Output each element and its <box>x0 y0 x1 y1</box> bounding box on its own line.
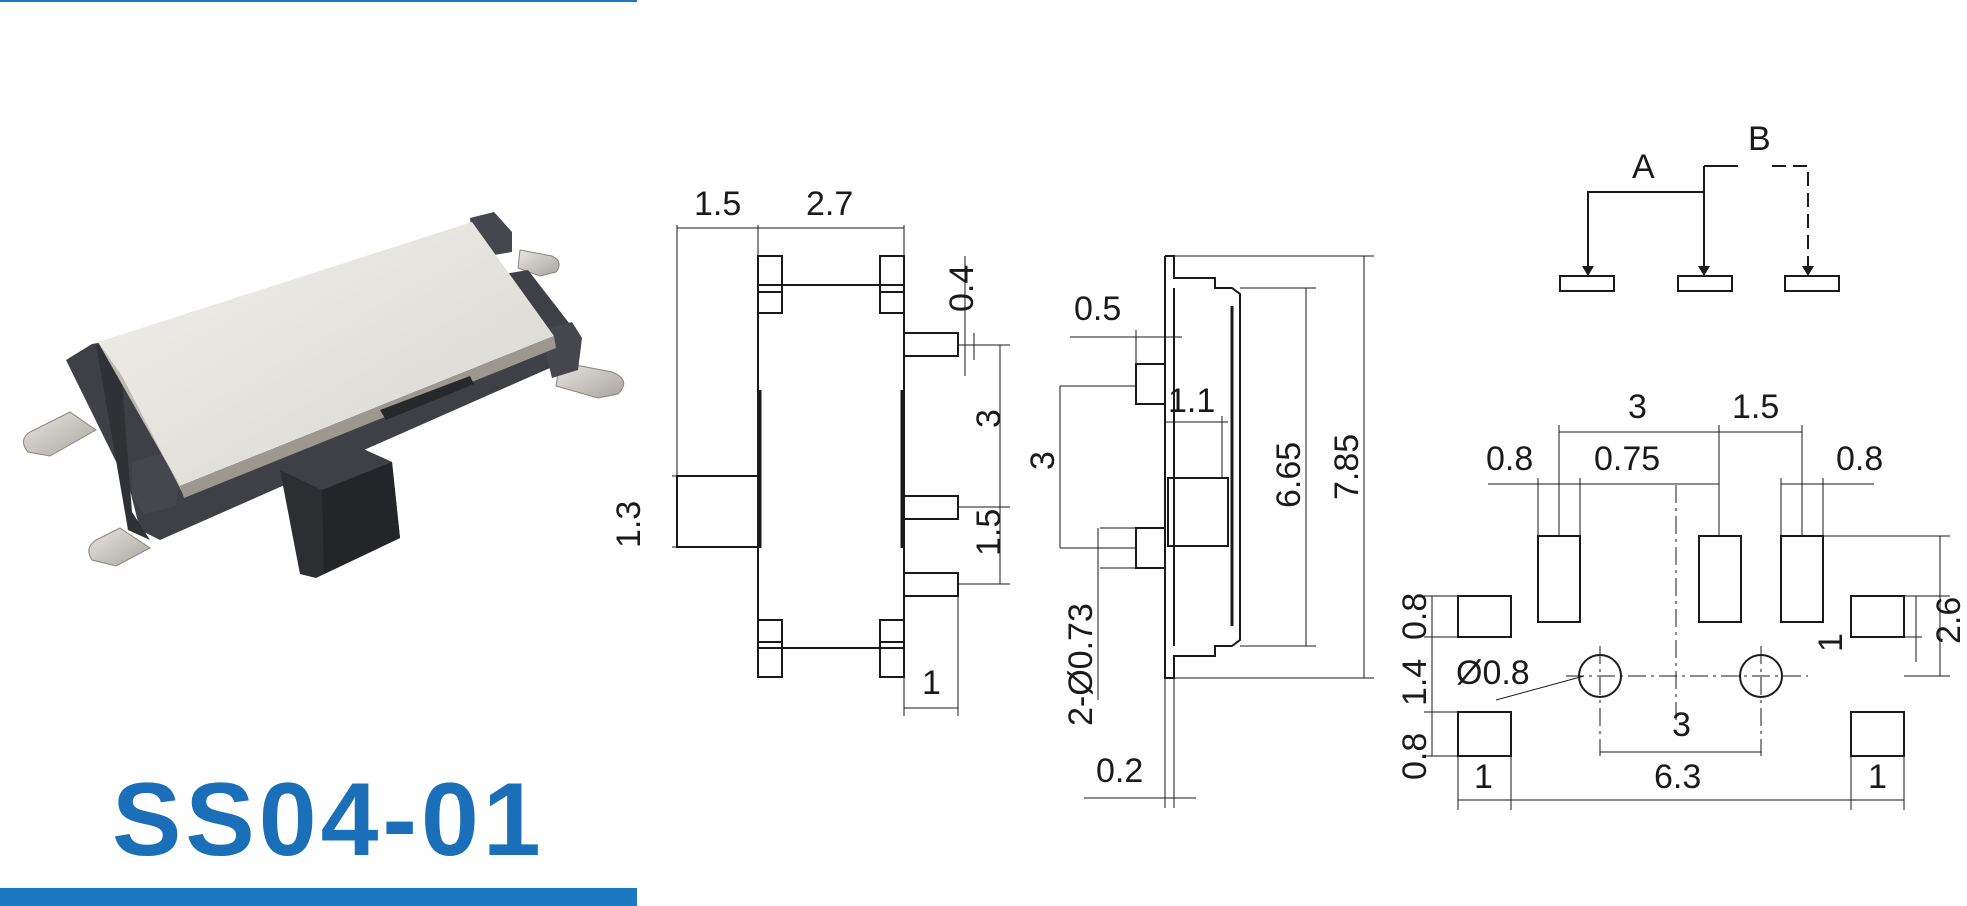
dim-holes-2-0-73: 2-Ø0.73 <box>1062 603 1100 726</box>
top-accent-line <box>0 0 637 2</box>
dim-pcb-pad-h-top: 0.8 <box>1396 593 1434 640</box>
dim-thickness-0-2: 0.2 <box>1096 752 1143 790</box>
dim-pcb-overall-6-3: 6.3 <box>1654 758 1701 796</box>
dim-pcb-pitch-3: 3 <box>1628 388 1647 426</box>
schematic-label-b: B <box>1748 120 1771 158</box>
dim-inner-1-1: 1.1 <box>1168 382 1215 420</box>
product-photo <box>23 212 625 578</box>
dim-side-pitch-3: 3 <box>1024 451 1062 470</box>
dim-pcb-hole: Ø0.8 <box>1456 654 1530 692</box>
dim-pcb-pad-gap: 1.4 <box>1396 659 1434 706</box>
dim-pcb-pad-1: 1 <box>1812 633 1850 652</box>
dim-top-1-5: 1.5 <box>694 185 741 223</box>
dim-pcb-pad-2-6: 2.6 <box>1930 597 1967 644</box>
dim-tab-0-4: 0.4 <box>943 265 981 312</box>
dim-total-7-85: 7.85 <box>1328 434 1366 500</box>
dim-pin-pitch-3: 3 <box>970 409 1008 428</box>
dim-top-2-7: 2.7 <box>806 185 853 223</box>
dim-body-6-65: 6.65 <box>1270 442 1308 508</box>
dim-actuator-1-3: 1.3 <box>610 501 648 548</box>
side-view-drawing: 0.5 3 1.1 6.65 7.85 2-Ø0.73 0.2 <box>1024 255 1374 808</box>
dim-pcb-bottom-right-1: 1 <box>1868 758 1887 796</box>
schematic-label-a: A <box>1632 148 1655 186</box>
dim-pcb-bottom-left-1: 1 <box>1474 758 1493 796</box>
circuit-schematic: A B <box>1559 120 1840 292</box>
model-title: SS04-01 <box>112 762 545 878</box>
top-view-drawing: 1.5 2.7 0.4 3 1.3 1.5 1 <box>610 185 1010 716</box>
dim-pcb-gap-0-75: 0.75 <box>1594 440 1660 478</box>
dim-pcb-pad-h-bottom: 0.8 <box>1396 733 1434 780</box>
dim-pin-gap-1-5: 1.5 <box>970 509 1008 556</box>
bottom-accent-bar <box>0 888 637 906</box>
dim-pcb-pad-w-right: 0.8 <box>1836 440 1883 478</box>
dim-knob-0-5: 0.5 <box>1074 290 1121 328</box>
dim-pcb-hole-pitch-3: 3 <box>1672 706 1691 744</box>
dim-pcb-pitch-1-5: 1.5 <box>1732 388 1779 426</box>
pcb-layout-drawing: 3 1.5 0.8 0.75 0.8 Ø0.8 0.8 1.4 0.8 2.6 … <box>1396 388 1967 810</box>
dim-pin-width-1: 1 <box>922 664 941 702</box>
dim-pcb-pad-w-left: 0.8 <box>1486 440 1533 478</box>
